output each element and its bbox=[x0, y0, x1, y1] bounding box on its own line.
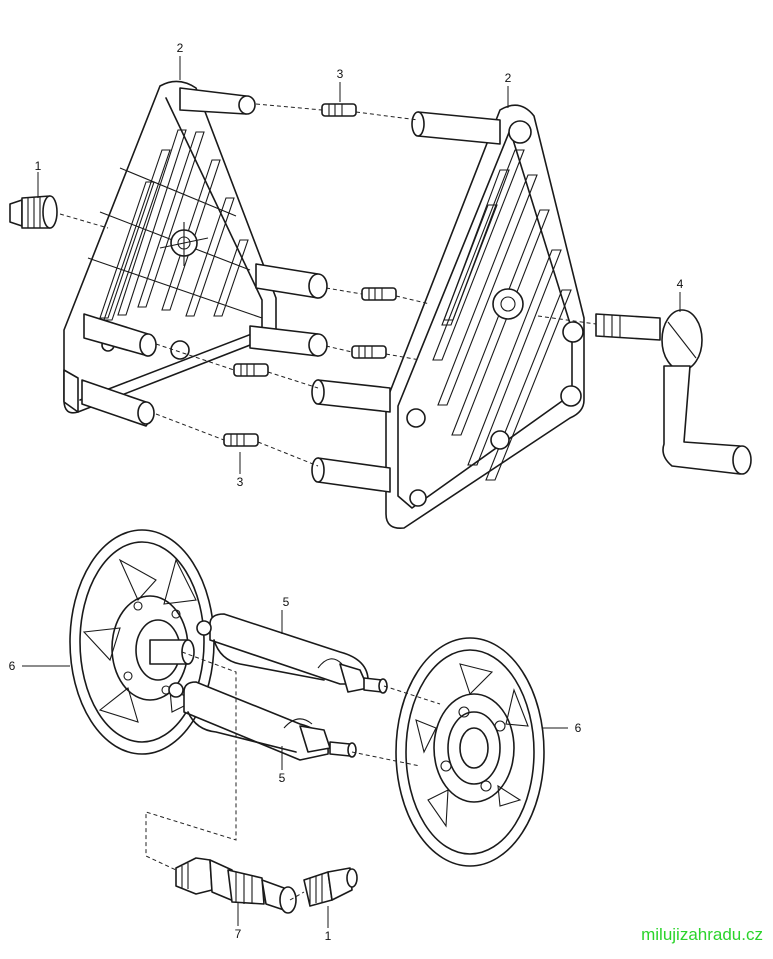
right-frame-part-2 bbox=[385, 104, 585, 530]
hose-coupling-part-7 bbox=[175, 857, 297, 914]
callout-2-right: 2 bbox=[505, 71, 512, 85]
assembly-dashed-lines bbox=[59, 103, 597, 901]
right-frame-rods bbox=[311, 111, 501, 493]
left-reel-wheel-part-6 bbox=[69, 529, 215, 755]
hose-fitting-part-1-bottom bbox=[303, 867, 358, 907]
hose-fitting-part-1-top bbox=[9, 195, 58, 229]
callout-3-bottom: 3 bbox=[237, 475, 244, 489]
callout-1-bottom: 1 bbox=[325, 929, 332, 943]
left-frame-rods bbox=[81, 87, 328, 427]
callout-leader-lines bbox=[22, 56, 681, 928]
callout-1-top: 1 bbox=[35, 159, 42, 173]
reel-drum-halves-part-5 bbox=[168, 613, 388, 761]
connector-parts-3 bbox=[223, 103, 397, 447]
callout-5-bottom: 5 bbox=[279, 771, 286, 785]
callout-5-top: 5 bbox=[283, 595, 290, 609]
callout-2-left: 2 bbox=[177, 41, 184, 55]
right-reel-wheel-part-6 bbox=[395, 637, 545, 867]
callout-6-right: 6 bbox=[575, 721, 582, 735]
crank-handle-part-4 bbox=[595, 309, 752, 475]
callout-3-top: 3 bbox=[337, 67, 344, 81]
callout-4: 4 bbox=[677, 277, 684, 291]
callout-6-left: 6 bbox=[9, 659, 16, 673]
left-frame-part-2 bbox=[63, 80, 277, 414]
callout-7: 7 bbox=[235, 927, 242, 941]
watermark-text: milujizahradu.cz bbox=[641, 925, 763, 944]
callout-labels: 1 1 2 2 3 3 4 5 5 6 6 7 bbox=[9, 41, 684, 943]
